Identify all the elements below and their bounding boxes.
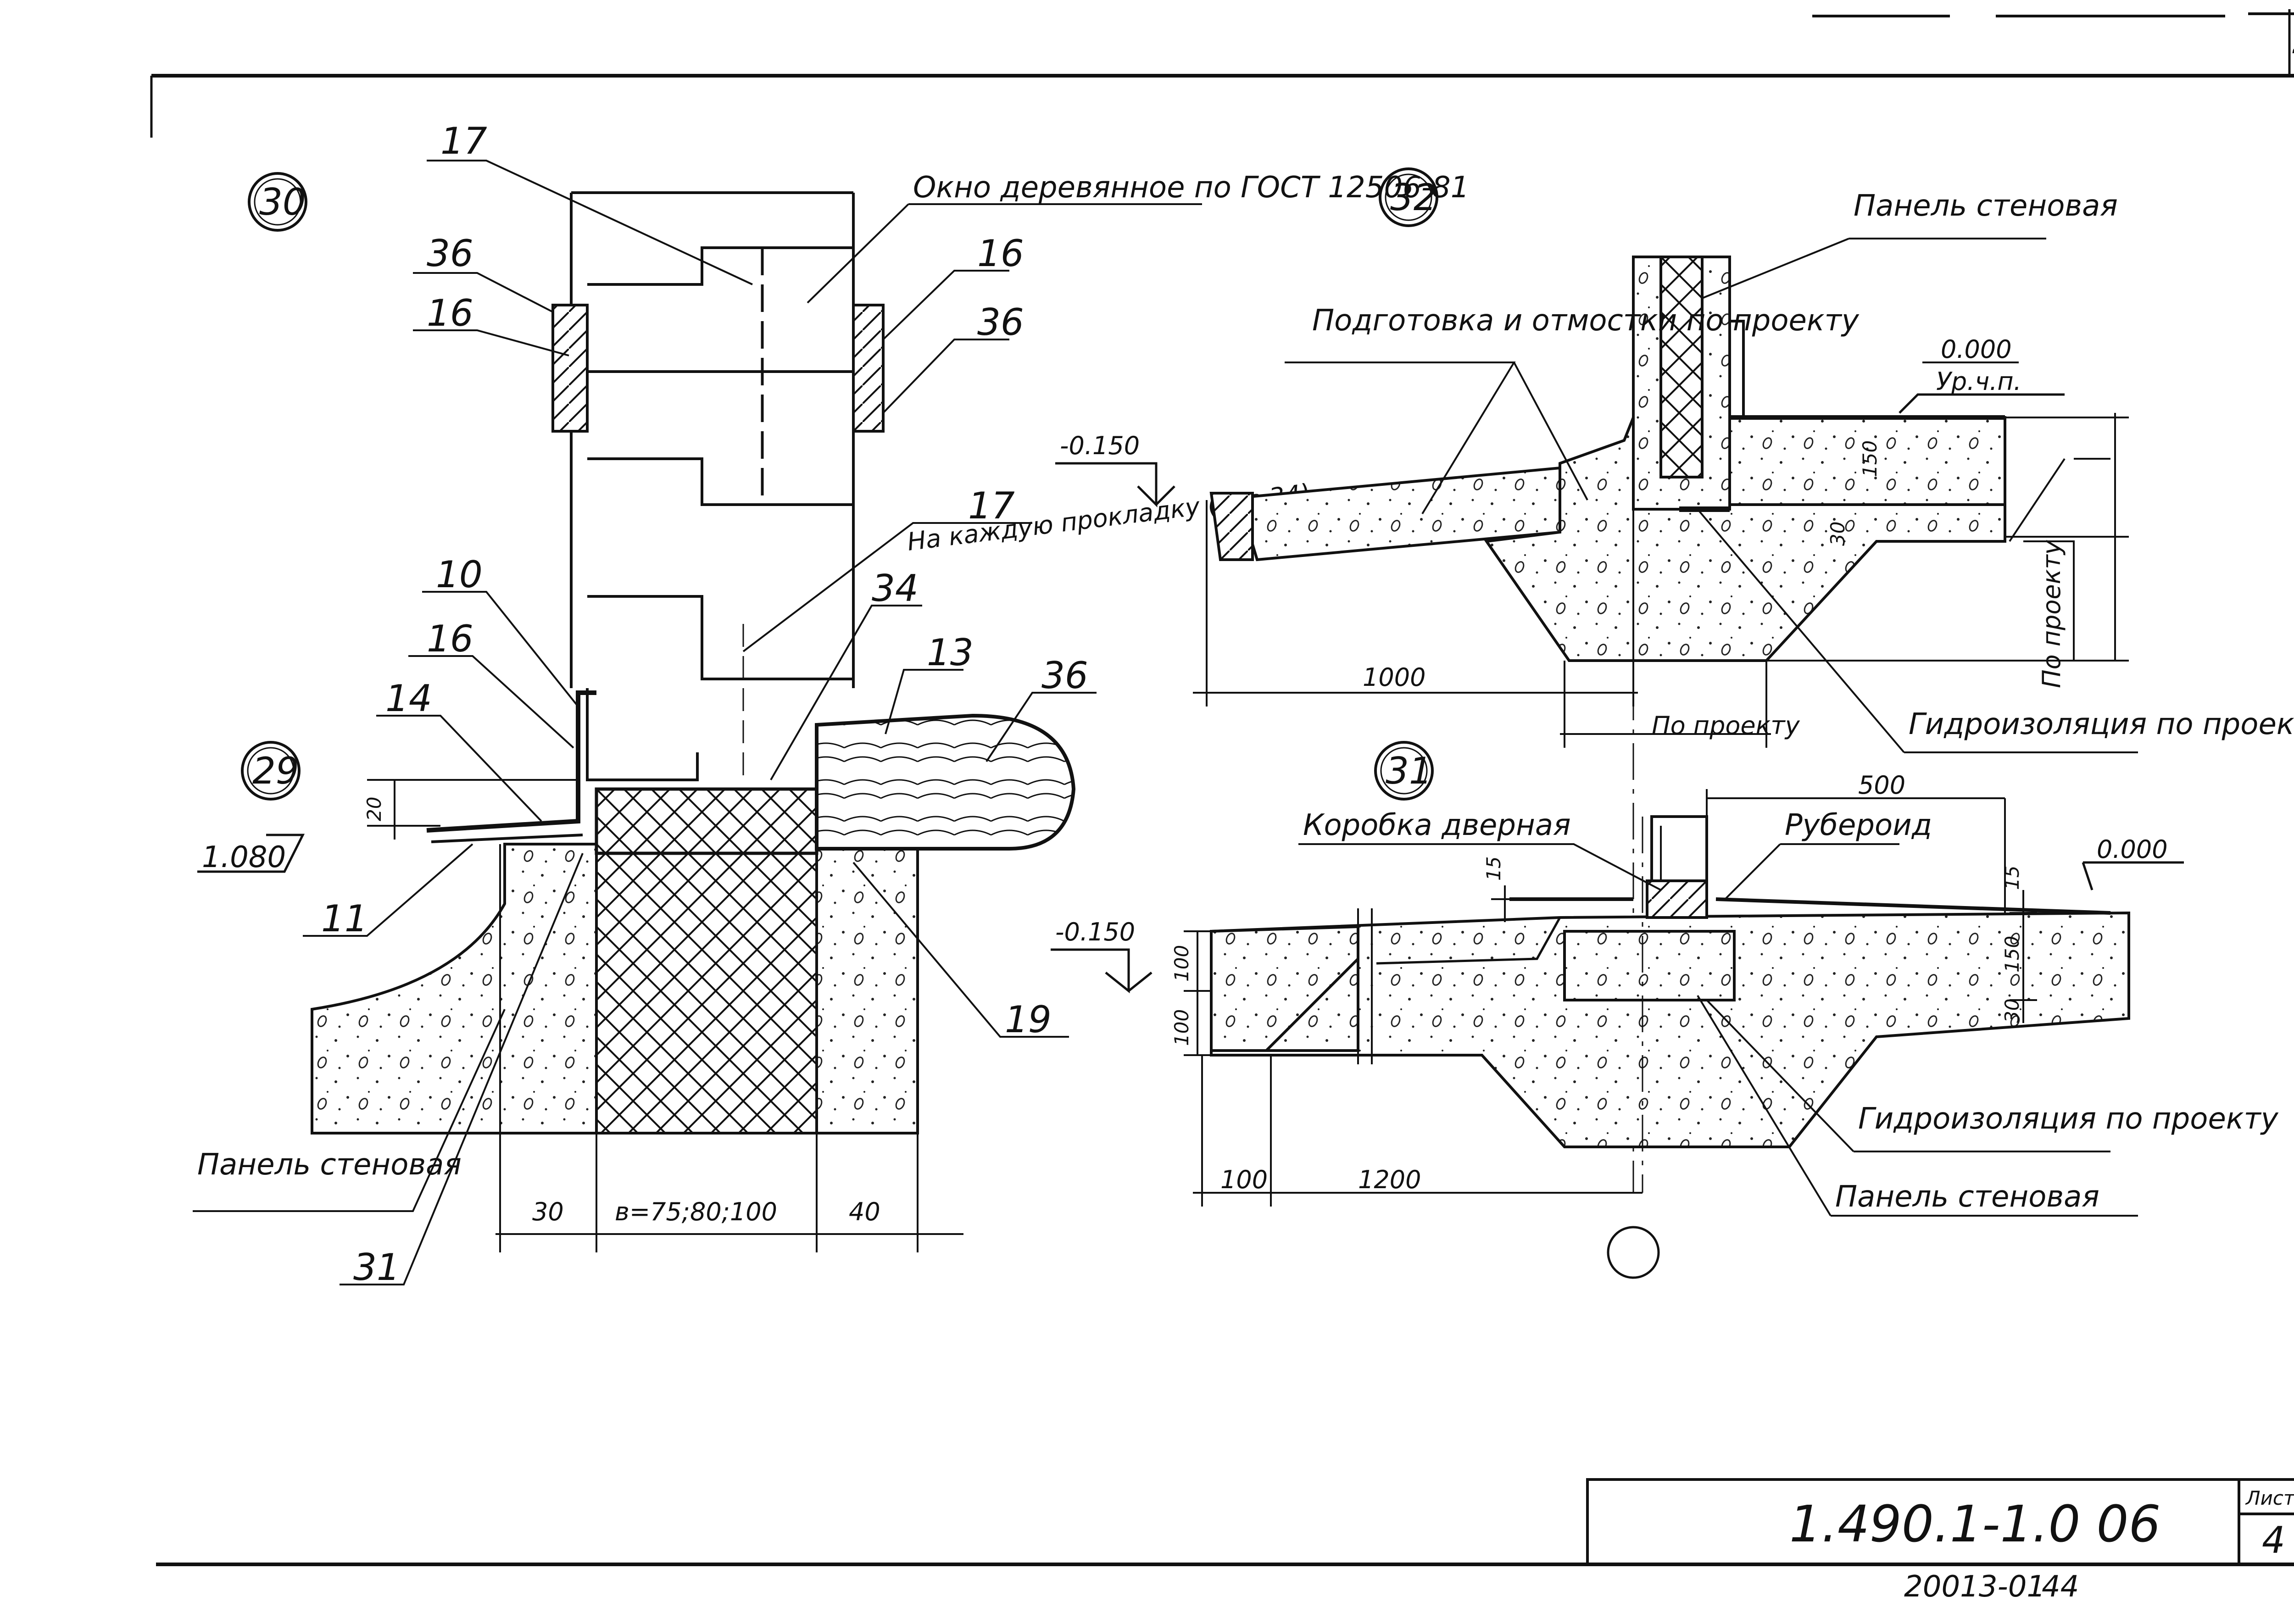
d31-waterproofing: Гидроизоляция по проекту — [1858, 1102, 2279, 1136]
detail-29-marker: 29 — [252, 750, 299, 792]
d32-elev-minus: -0.150 — [1060, 431, 1140, 460]
d32-prep-label: Подготовка и отмостки по проекту — [1312, 304, 1860, 338]
d32-dim-1000: 1000 — [1363, 663, 1425, 692]
detail-32: 32 Панель стеновая Подготовка и отмостки… — [1055, 167, 2294, 1193]
d31-dim-150: 150 — [2001, 936, 2023, 973]
d29-dim-20: 20 — [363, 797, 385, 821]
d29-dim-40: 40 — [849, 1197, 880, 1226]
title-block — [1586, 1478, 2294, 1566]
d29-elevation: 1.080 — [202, 840, 286, 874]
detail-32-marker: 32 — [1390, 176, 1437, 219]
d30-label-16-right: 16 — [977, 232, 1024, 275]
sheet-number: 4 — [2262, 1519, 2285, 1562]
detail-31: 31 Коробка дверная Рубероид 500 0.000 -0… — [1051, 741, 2279, 1279]
d31-dim-500: 500 — [1858, 771, 1905, 800]
d29-label-10: 10 — [436, 553, 483, 596]
axis-marker — [1607, 1226, 1660, 1279]
order-number: 20013-01 — [1904, 1570, 2045, 1604]
d29-label-13: 13 — [927, 631, 974, 674]
d32-elev-zero: 0.000 — [1941, 335, 2012, 364]
d32-dim-30: 30 — [1826, 522, 1849, 546]
d31-elev-zero: 0.000 — [2097, 835, 2168, 864]
d31-dim-left-100a: 100 — [1170, 945, 1193, 982]
d29-label-36: 36 — [1041, 654, 1088, 697]
d31-elev-minus: -0.150 — [1055, 918, 1135, 946]
detail-32-marker-circle — [1379, 167, 1438, 227]
d30-window-label: Окно деревянное по ГОСТ 12506-81 — [913, 171, 1469, 205]
d30-label-16-left: 16 — [427, 292, 473, 334]
detail-29: 29 10 16 14 11 31 17 34 13 36 19 — [193, 478, 1312, 1289]
d32-floor-level: Ур.ч.п. — [1936, 367, 2021, 396]
detail-30: 30 17 36 16 16 36 Окно деревянное по ГОС… — [248, 120, 1469, 688]
page-number: 43 — [2292, 26, 2294, 68]
d29-panel-label: Панель стеновая — [197, 1148, 462, 1182]
drawing-designation: 1.490.1-1.0 06 — [1789, 1495, 2160, 1553]
d29-label-19: 19 — [1005, 998, 1052, 1041]
d31-dim-15-left: 15 — [1482, 856, 1505, 881]
d31-dim-30: 30 — [2001, 999, 2023, 1023]
d29-dim-width: в=75;80;100 — [615, 1197, 777, 1226]
detail-31-marker: 31 — [1386, 750, 1432, 792]
d29-label-17: 17 — [968, 484, 1015, 527]
detail-30-marker-circle — [248, 172, 307, 232]
sheet-label: Лист — [2245, 1487, 2294, 1509]
detail-29-marker-circle — [241, 741, 301, 801]
copy-number: 44 — [2042, 1570, 2079, 1604]
d31-roofing: Рубероид — [1785, 808, 1932, 842]
d31-dim-bottom-1200: 1200 — [1358, 1165, 1421, 1194]
d32-panel-label: Панель стеновая — [1854, 189, 2118, 223]
d32-by-project-vertical: По проекту — [2037, 539, 2066, 688]
d29-label-31: 31 — [353, 1246, 400, 1289]
d29-dim-30: 30 — [532, 1197, 564, 1226]
d31-dim-left-100b: 100 — [1170, 1009, 1193, 1046]
d31-panel-label: Панель стеновая — [1835, 1180, 2099, 1214]
d31-dim-bottom-100: 100 — [1220, 1165, 1268, 1194]
d30-label-36-left: 36 — [427, 232, 473, 275]
d31-door-frame: Коробка дверная — [1303, 808, 1571, 842]
detail-31-marker-circle — [1374, 741, 1434, 801]
d29-label-34: 34 — [872, 567, 919, 610]
detail-30-marker: 30 — [259, 181, 306, 223]
d32-by-project: По проекту — [1652, 711, 1800, 740]
d32-dim-150: 150 — [1859, 440, 1881, 477]
d30-label-36-right: 36 — [977, 301, 1024, 344]
d30-label-17: 17 — [440, 120, 487, 162]
d32-waterproofing: Гидроизоляция по проекту — [1909, 707, 2294, 741]
d31-dim-15-right: 15 — [2001, 866, 2023, 890]
d29-label-16: 16 — [427, 617, 473, 660]
d29-label-11: 11 — [321, 897, 368, 940]
d29-label-14: 14 — [385, 677, 432, 720]
